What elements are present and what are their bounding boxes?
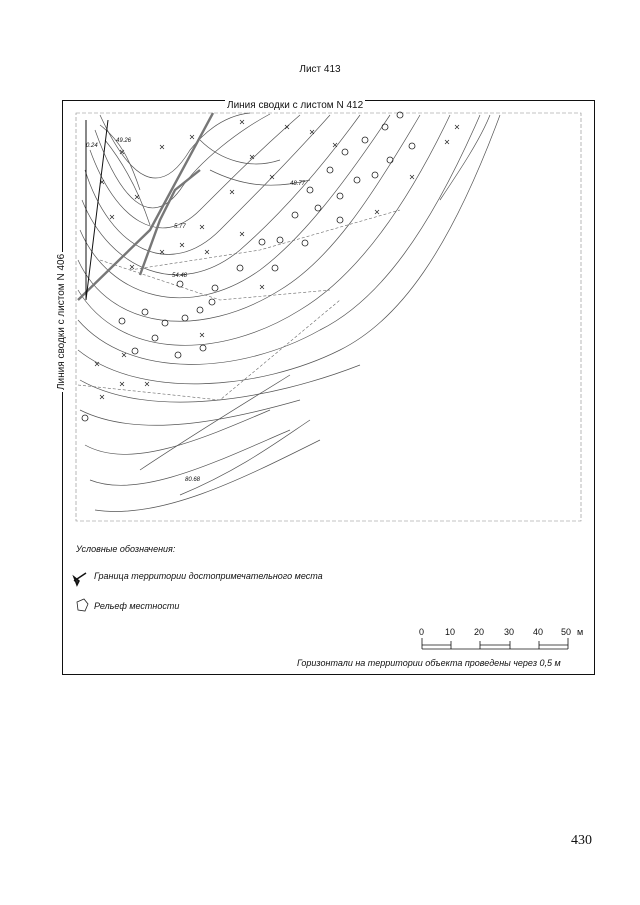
scale-tick-label: 20	[474, 627, 485, 637]
scale-tick-label: 30	[504, 627, 515, 637]
scale-bar	[421, 638, 569, 650]
top-match-line-label: Линия сводки с листом N 412	[225, 100, 366, 111]
survey-marks	[94, 119, 460, 400]
scale-unit: м	[577, 627, 584, 637]
legend-relief-label: Рельеф местности	[94, 601, 180, 611]
inner-frame	[75, 112, 582, 522]
legend-title: Условные обозначения:	[76, 544, 176, 554]
spot-height: 48.77	[290, 181, 306, 187]
legend-boundary-label: Граница территории достопримечательного …	[94, 571, 323, 581]
spot-height: 49.26	[116, 138, 132, 144]
dashed-lines	[77, 209, 401, 401]
relief-circles	[81, 111, 416, 422]
spot-height: 5.77	[174, 224, 186, 230]
spot-height: 0.24	[86, 143, 98, 149]
scale-tick-label: 10	[445, 627, 456, 637]
spot-height: 54.48	[172, 273, 188, 279]
scale-tick-label: 40	[533, 627, 544, 637]
page-number: 430	[571, 833, 592, 848]
contour-note: Горизонтали на территории объекта провед…	[297, 658, 561, 668]
grid-axis	[85, 119, 109, 301]
scale-tick-label: 50	[561, 627, 572, 637]
relief-circle-icon	[76, 598, 89, 612]
boundary-marker-icon	[72, 572, 87, 587]
boundary-lines	[77, 112, 215, 301]
scale-tick-label: 0	[419, 627, 425, 637]
sheet-title: Лист 413	[299, 64, 341, 75]
contour-lines	[77, 112, 501, 512]
spot-height: 80.68	[185, 477, 201, 483]
left-match-line-label: Линия сводки с листом N 406	[56, 251, 67, 392]
